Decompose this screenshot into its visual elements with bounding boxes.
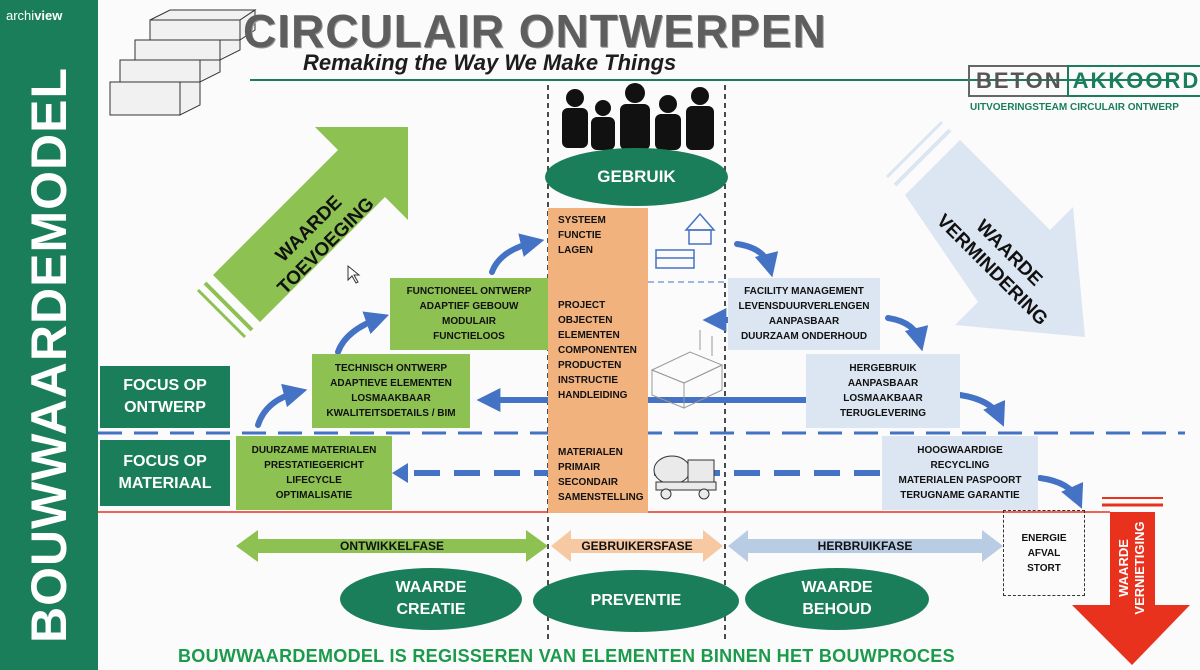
phase-arrow-user [551, 530, 723, 562]
reduce-value-arrow [885, 120, 1085, 337]
phase-user-label: GEBRUIKERSFASE [581, 539, 693, 553]
phase-arrow-develop [236, 530, 548, 562]
destroy-value-arrow [1072, 497, 1190, 665]
house-icon [655, 212, 716, 269]
use-ellipse: GEBRUIK [545, 148, 728, 206]
phase-arrow-reuse [728, 530, 1003, 562]
reuse-box: HERGEBRUIK AANPASBAAR LOSMAAKBAAR TERUGL… [806, 354, 960, 428]
functional-design-box: FUNCTIONEEL ONTWERP ADAPTIEF GEBOUW MODU… [390, 278, 548, 350]
archiview-logo: archiview [6, 8, 63, 23]
footer-banner: BOUWWAARDEMODEL IS REGISSEREN VAN ELEMEN… [178, 646, 955, 666]
element-icon [650, 330, 724, 409]
left-band [0, 0, 98, 670]
page-title: CIRCULAIR ONTWERPEN [243, 5, 827, 57]
project-list: PROJECT OBJECTEN ELEMENTEN COMPONENTEN P… [558, 300, 637, 401]
technical-design-box: TECHNISCH ONTWERP ADAPTIEVE ELEMENTEN LO… [312, 354, 470, 428]
phase-reuse-label: HERBRUIKFASE [817, 539, 913, 553]
destroy-value-label: WAARDE VERNIETIGING [1116, 521, 1147, 615]
phase-develop-label: ONTWIKKELFASE [340, 539, 444, 553]
facility-management-box: FACILITY MANAGEMENT LEVENSDUURVERLENGEN … [728, 278, 880, 350]
page-subtitle: Remaking the Way We Make Things [303, 50, 677, 75]
logo-tagline: UITVOERINGSTEAM CIRCULAIR ONTWERP [970, 102, 1179, 113]
energy-waste-box: ENERGIE AFVAL STORT [1003, 510, 1085, 596]
use-phase-column [548, 208, 648, 513]
sustainable-materials-box: DUURZAME MATERIALEN PRESTATIEGERICHT LIF… [236, 436, 392, 510]
system-list: SYSTEEM FUNCTIE LAGEN [558, 215, 606, 256]
people-icon [562, 83, 714, 150]
prevention-ellipse: PREVENTIE [533, 570, 739, 632]
recycling-box: HOOGWAARDIGE RECYCLING MATERIALEN PASPOO… [882, 436, 1038, 510]
cursor-icon [347, 264, 361, 284]
add-value-arrow [196, 127, 408, 339]
truck-icon [653, 455, 717, 500]
materials-list: MATERIALEN PRIMAIR SECONDAIR SAMENSTELLI… [558, 447, 644, 503]
stairs-icon [109, 9, 257, 116]
